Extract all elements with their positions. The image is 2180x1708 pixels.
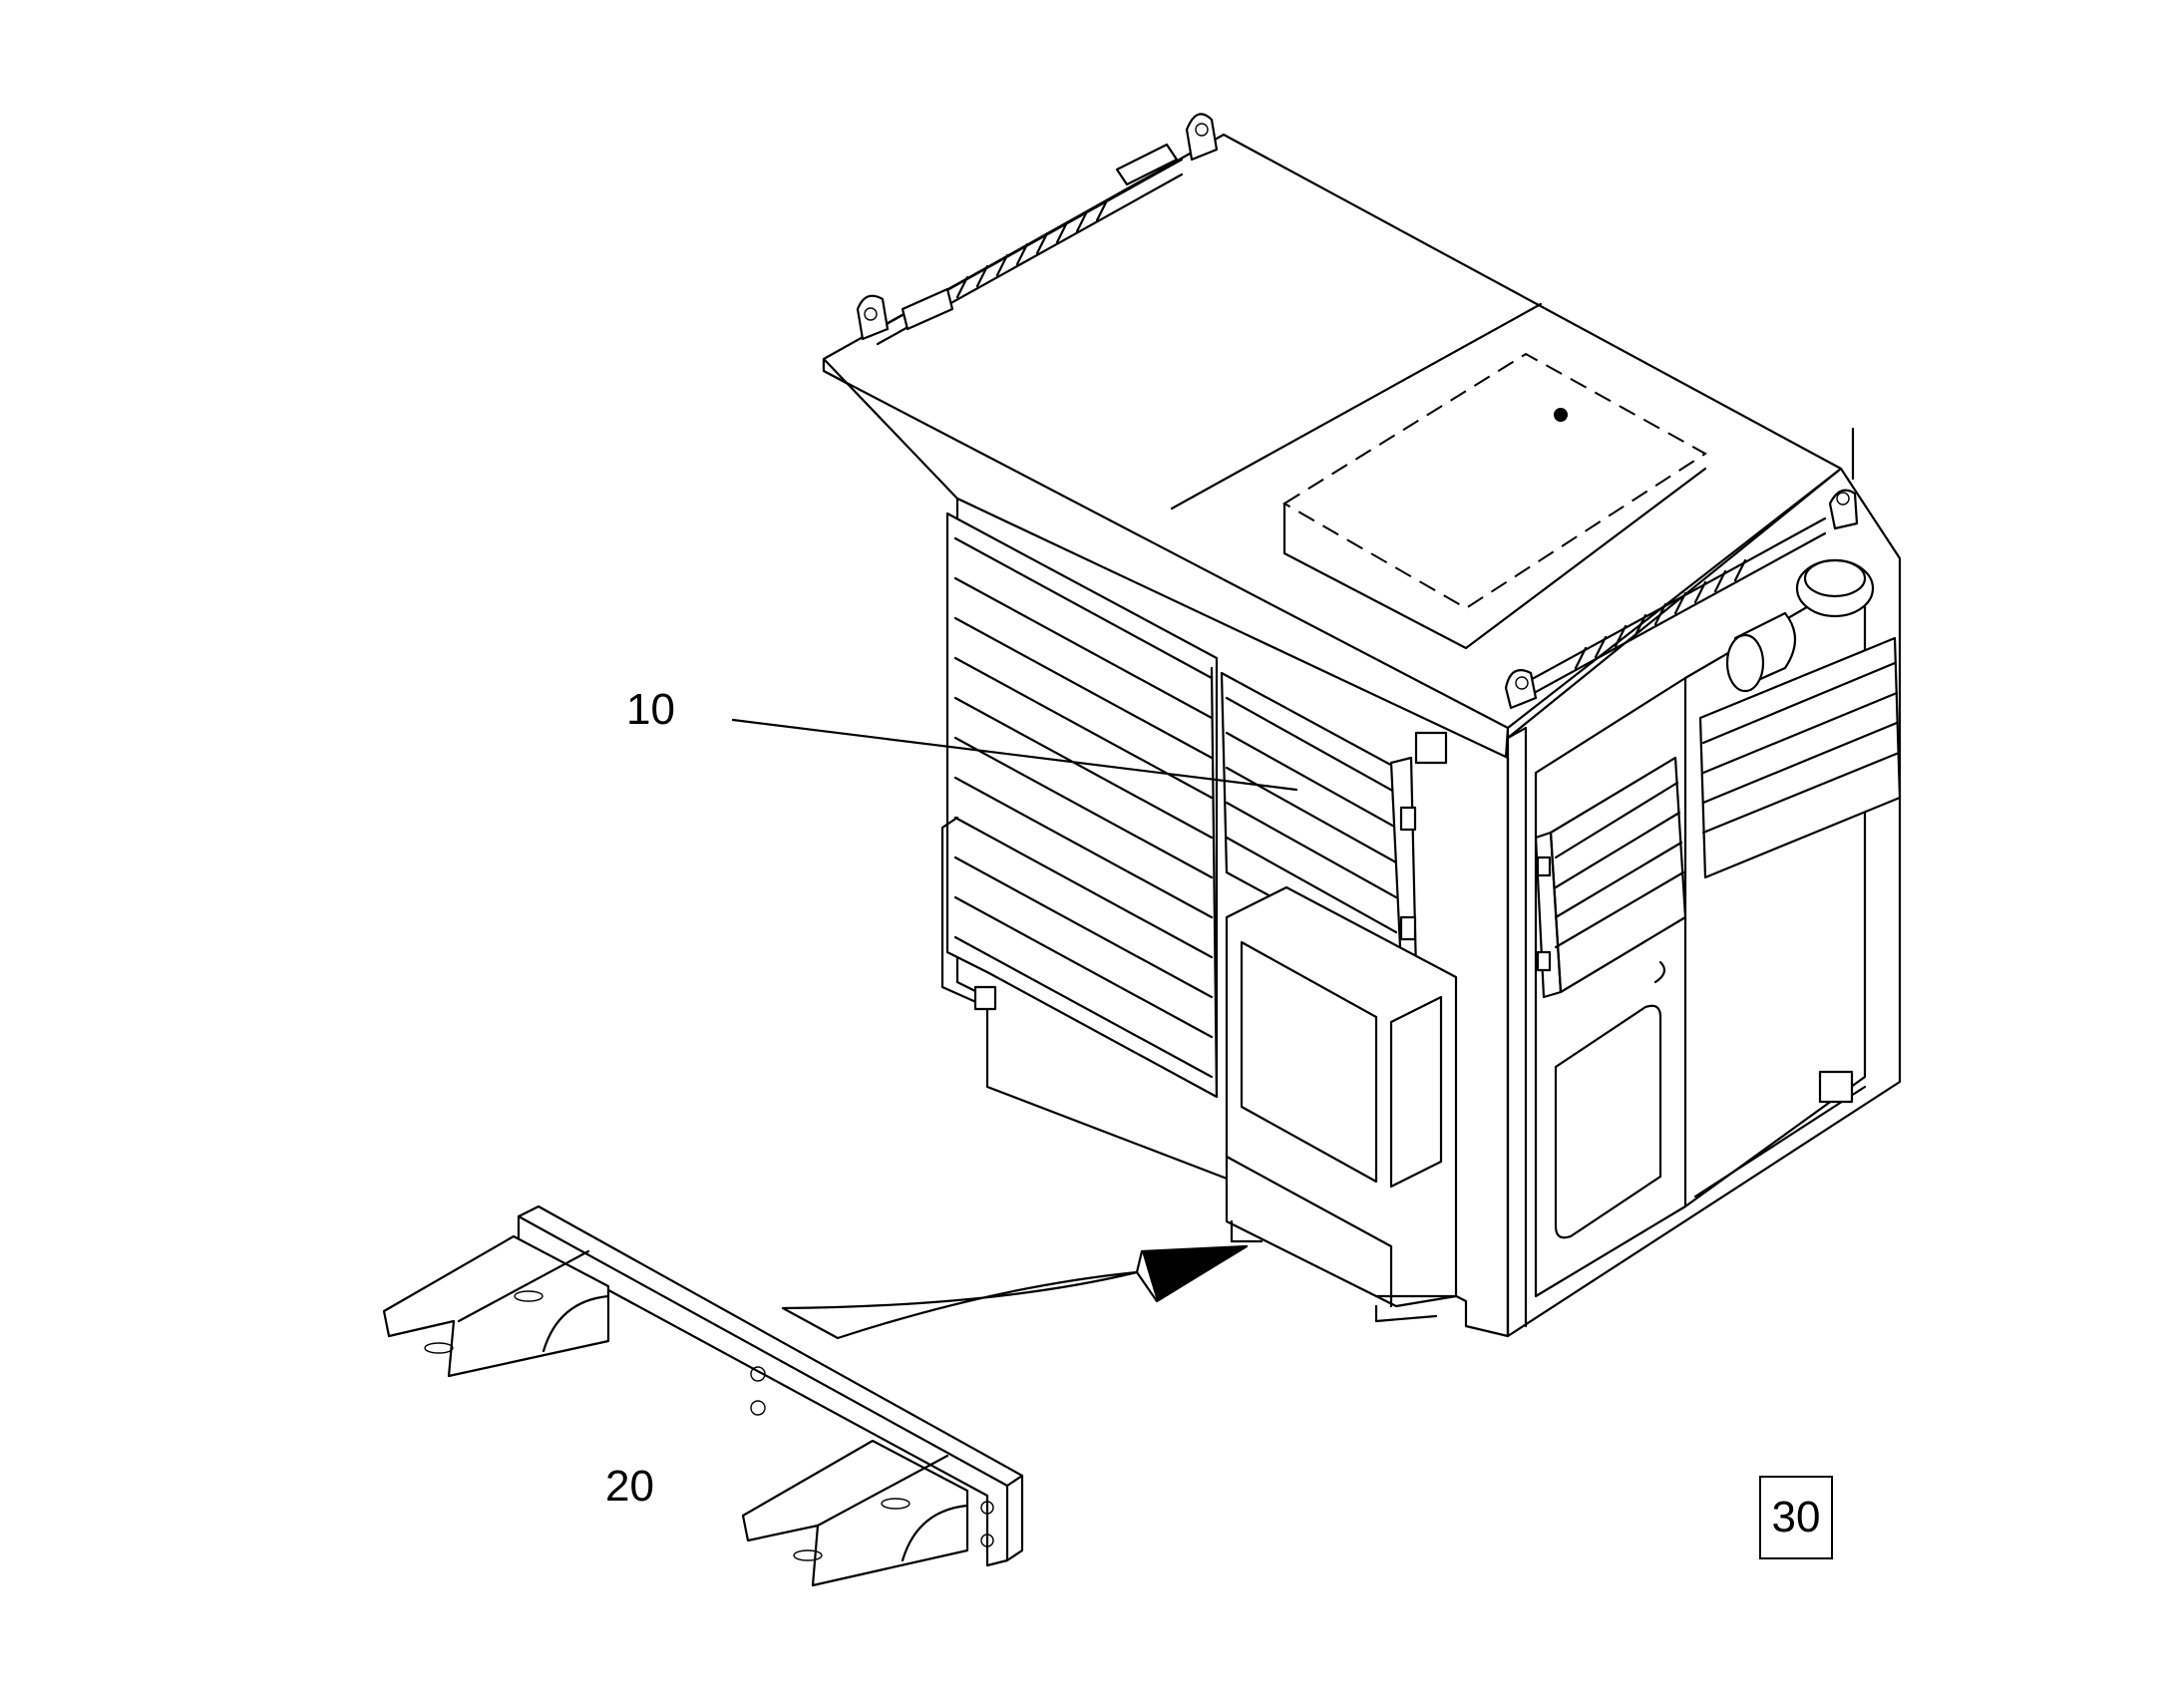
- callout-item-10: 10: [626, 685, 675, 734]
- side-small-box: [1818, 1070, 1854, 1104]
- lifting-eye-rear-right: [1828, 489, 1859, 530]
- horn-assembly: [1725, 558, 1875, 693]
- side-louvre-right: [1698, 636, 1902, 879]
- leader-item-10: [731, 718, 1298, 792]
- lifting-eye-front-left: [856, 294, 890, 341]
- roof-marker-dot: [1554, 408, 1568, 422]
- rail-bracket-rear: [1115, 143, 1179, 186]
- roof-rails: [856, 113, 1859, 710]
- roof-seam: [1170, 302, 1543, 511]
- roof-hatch-outline: [1282, 352, 1707, 610]
- leader-lines: [731, 718, 1298, 1340]
- sheet-number-box: 30: [1759, 1476, 1833, 1559]
- lifting-eye-rear-left: [1185, 113, 1219, 162]
- front-small-box: [1414, 731, 1448, 765]
- callout-item-20: 20: [605, 1462, 654, 1511]
- lower-unit-box: [1225, 731, 1458, 1323]
- mounting-bracket-item-20: [382, 1204, 1024, 1587]
- side-louvre-left: [1534, 756, 1687, 999]
- front-louvre-grille: [940, 512, 1219, 1099]
- rail-bracket-front: [901, 287, 954, 331]
- door-window: [1554, 1004, 1662, 1239]
